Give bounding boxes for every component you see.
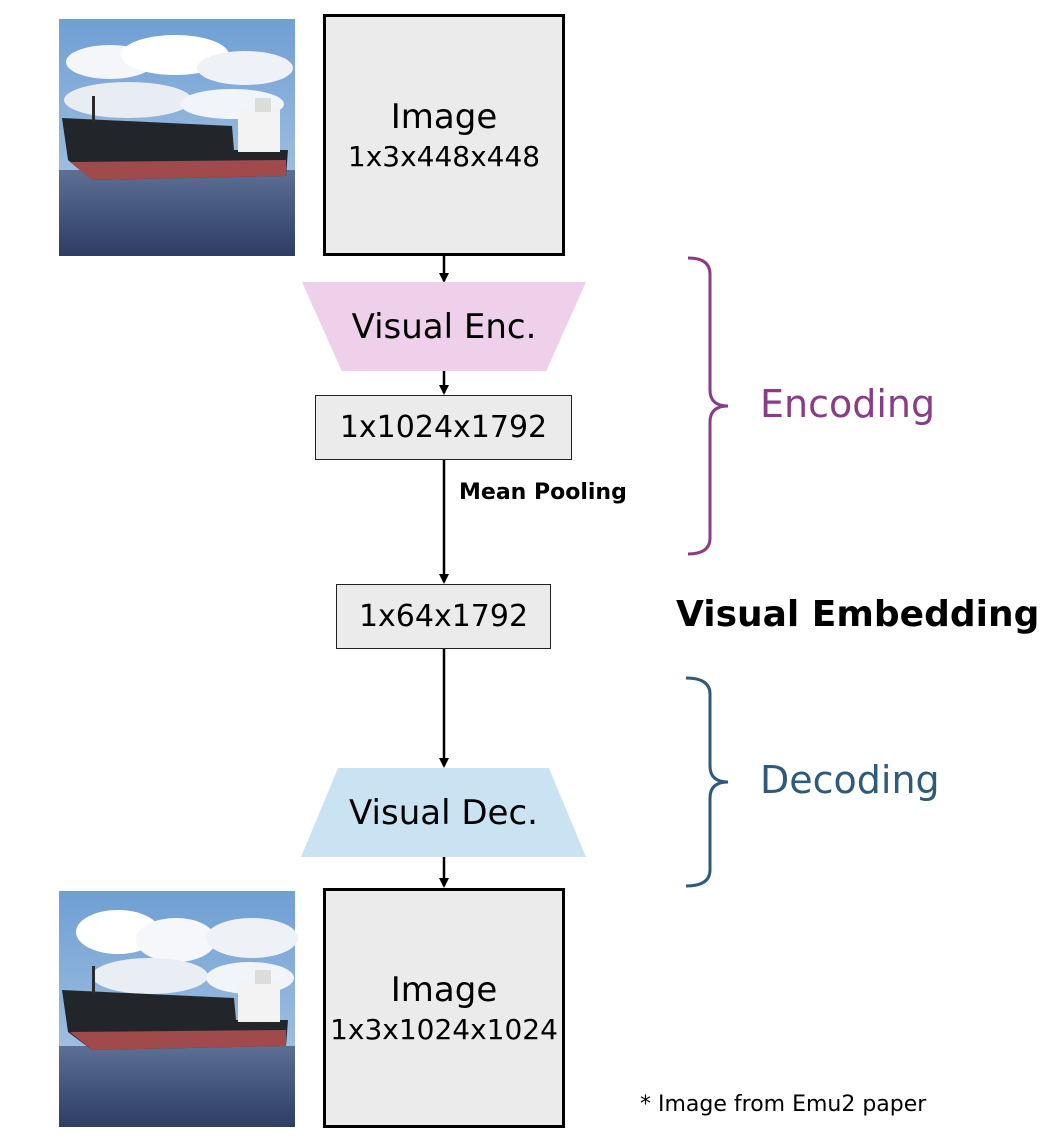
output-image-box: Image 1x3x1024x1024 — [323, 888, 565, 1128]
output-ship-photo — [59, 891, 298, 1127]
input-ship-photo — [59, 19, 295, 256]
output-image-shape: 1x3x1024x1024 — [330, 1012, 558, 1046]
decoding-brace — [685, 676, 729, 888]
input-image-shape: 1x3x448x448 — [347, 139, 541, 173]
input-image-title: Image — [390, 97, 498, 138]
output-image-title: Image — [390, 970, 498, 1011]
decoding-label: Decoding — [760, 758, 940, 802]
mean-pooling-label: Mean Pooling — [459, 480, 627, 505]
footnote: * Image from Emu2 paper — [640, 1092, 927, 1117]
embedding-tensor-shape: 1x64x1792 — [358, 599, 529, 634]
encoding-brace — [687, 256, 729, 556]
visual-encoder-label: Visual Enc. — [351, 306, 537, 347]
encoded-tensor-box: 1x1024x1792 — [315, 395, 572, 460]
visual-encoder: Visual Enc. — [302, 282, 586, 371]
encoded-tensor-shape: 1x1024x1792 — [339, 410, 548, 445]
encoding-label: Encoding — [760, 382, 936, 426]
visual-decoder: Visual Dec. — [301, 768, 586, 857]
embedding-tensor-box: 1x64x1792 — [336, 584, 551, 649]
visual-decoder-label: Visual Dec. — [349, 792, 538, 833]
visual-embedding-label: Visual Embedding — [676, 594, 1040, 635]
input-image-box: Image 1x3x448x448 — [323, 14, 565, 256]
